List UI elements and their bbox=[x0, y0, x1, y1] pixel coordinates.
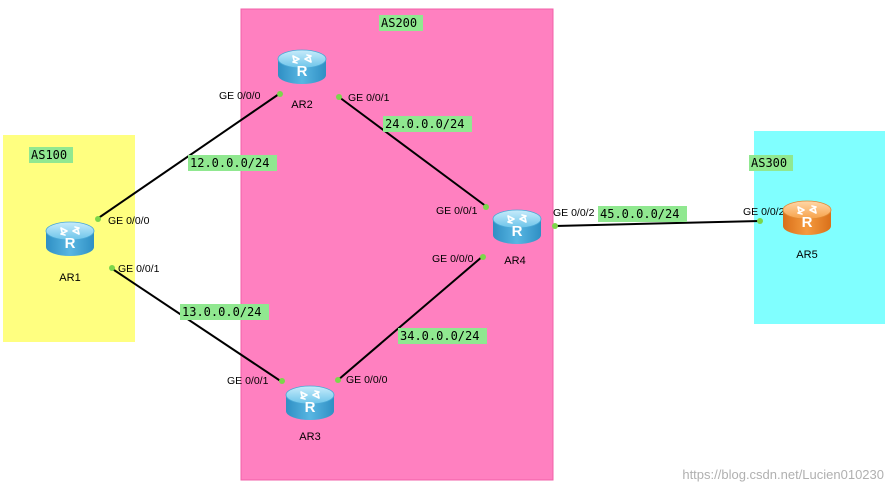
router-icon bbox=[277, 49, 327, 85]
network-label-24: 24.0.0.0/24 bbox=[383, 116, 472, 132]
network-label-13: 13.0.0.0/24 bbox=[180, 304, 269, 320]
svg-text:AS200: AS200 bbox=[381, 16, 417, 30]
router-ar4[interactable]: AR4 bbox=[492, 209, 542, 267]
if-ar2-ge001: GE 0/0/1 bbox=[348, 92, 390, 104]
link-ar2-ar4 bbox=[338, 96, 488, 208]
if-ar4-ge002: GE 0/0/2 bbox=[553, 207, 595, 219]
network-label-34: 34.0.0.0/24 bbox=[398, 328, 487, 344]
link-ar4-ar5 bbox=[554, 220, 761, 227]
svg-text:12.0.0.0/24: 12.0.0.0/24 bbox=[190, 156, 269, 170]
if-ar3-ge001: GE 0/0/1 bbox=[227, 375, 269, 387]
if-ar1-ge001: GE 0/0/1 bbox=[118, 263, 160, 275]
if-ar2-ge000: GE 0/0/0 bbox=[219, 90, 261, 102]
link-ar3-ar4 bbox=[337, 255, 484, 381]
svg-text:24.0.0.0/24: 24.0.0.0/24 bbox=[385, 117, 464, 131]
router-icon bbox=[782, 200, 832, 236]
svg-text:34.0.0.0/24: 34.0.0.0/24 bbox=[400, 329, 479, 343]
watermark: https://blog.csdn.net/Lucien010230 bbox=[682, 467, 884, 482]
network-label-12: 12.0.0.0/24 bbox=[188, 155, 277, 171]
svg-text:AS300: AS300 bbox=[751, 156, 787, 170]
svg-text:AS100: AS100 bbox=[31, 148, 67, 162]
if-ar3-ge000: GE 0/0/0 bbox=[346, 374, 388, 386]
if-ar4-ge000: GE 0/0/0 bbox=[432, 253, 474, 265]
if-ar1-ge000: GE 0/0/0 bbox=[108, 215, 150, 227]
as200-label: AS200 bbox=[379, 15, 423, 31]
router-icon bbox=[45, 221, 95, 257]
svg-text:45.0.0.0/24: 45.0.0.0/24 bbox=[600, 207, 679, 221]
if-ar4-ge001: GE 0/0/1 bbox=[436, 205, 478, 217]
if-ar5-ge002: GE 0/0/2 bbox=[743, 206, 785, 218]
router-ar3-label: AR3 bbox=[299, 431, 320, 443]
router-icon bbox=[285, 385, 335, 421]
port-dots bbox=[95, 91, 763, 384]
router-ar2[interactable]: AR2 bbox=[277, 49, 327, 111]
as100-label: AS100 bbox=[29, 147, 73, 163]
router-ar4-label: AR4 bbox=[504, 255, 525, 267]
router-ar5[interactable]: AR5 bbox=[782, 200, 832, 261]
router-ar2-label: AR2 bbox=[291, 99, 312, 111]
router-ar1[interactable]: AR1 bbox=[45, 221, 95, 284]
svg-text:13.0.0.0/24: 13.0.0.0/24 bbox=[182, 305, 261, 319]
link-ar1-ar3 bbox=[110, 267, 283, 383]
router-ar1-label: AR1 bbox=[59, 272, 80, 284]
router-ar3[interactable]: AR3 bbox=[285, 385, 335, 443]
router-icon bbox=[492, 209, 542, 245]
router-ar5-label: AR5 bbox=[796, 249, 817, 261]
network-label-45: 45.0.0.0/24 bbox=[598, 206, 687, 222]
as300-label: AS300 bbox=[749, 155, 793, 171]
